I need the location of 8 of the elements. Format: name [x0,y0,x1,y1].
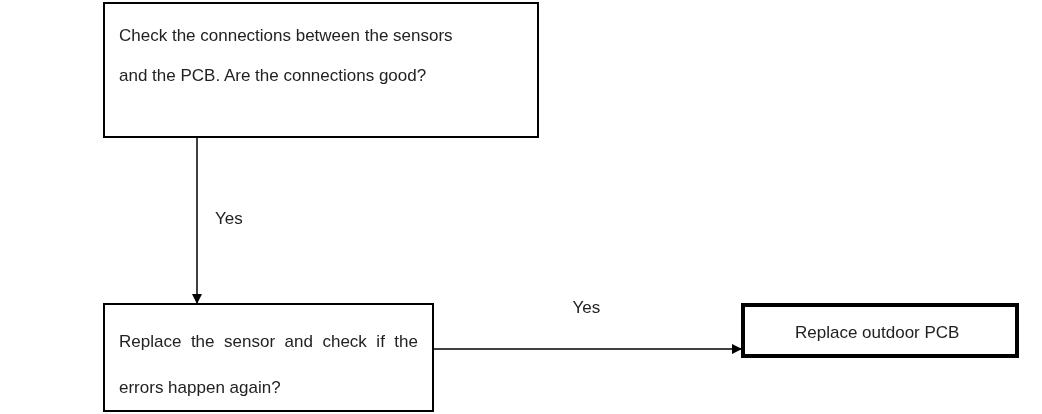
box-text: Replace the sensor and check if the errors happen again? [119,331,418,399]
arrow [191,137,203,305]
arrow [433,343,743,355]
process-box [741,303,1019,358]
box-text: Replace outdoor PCB [795,322,961,344]
process-box [103,2,539,138]
box-text: Check the connections between the sensors and the PCB. Are the connections good? [119,25,454,87]
process-box [103,303,434,412]
